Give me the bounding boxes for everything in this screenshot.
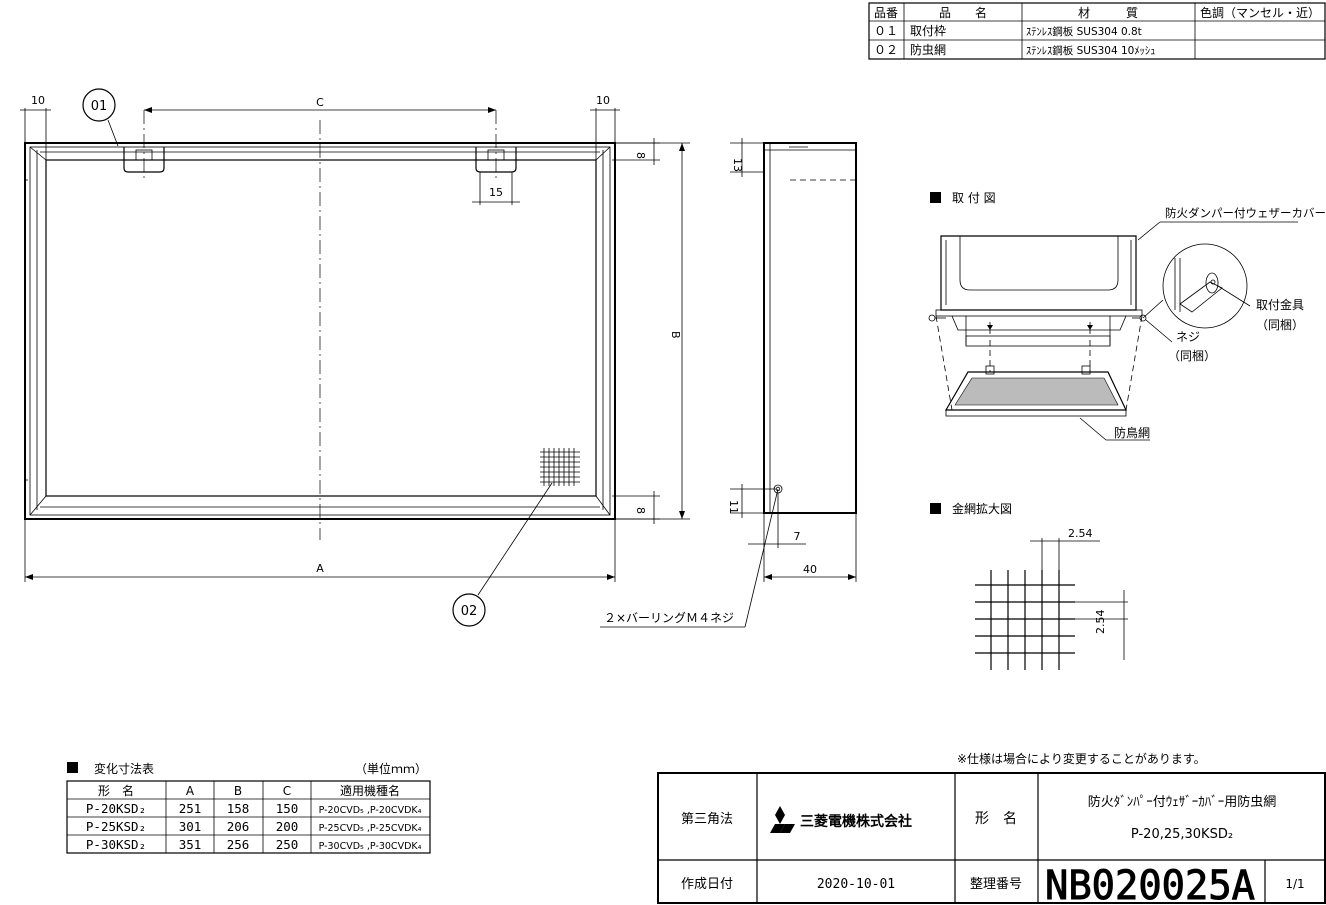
dim-right-10: 10 xyxy=(596,94,610,107)
date-value: 2020-10-01 xyxy=(817,877,895,892)
dim-table-row: P-20KSD₂ 251 158 150 P-20CVD₅ ,P-20CVDK₄ xyxy=(86,801,422,816)
dim-th-a: A xyxy=(186,784,195,798)
dim-th-c: C xyxy=(283,784,291,798)
mesh-patch xyxy=(540,448,580,486)
dim-th-b: B xyxy=(234,784,242,798)
dim-cell: 206 xyxy=(227,819,250,834)
dim-cell: P-25CVD₅ ,P-25CVDK₄ xyxy=(319,823,422,834)
mount-title: 取 付 図 xyxy=(952,191,996,205)
balloon-01 xyxy=(82,88,116,122)
side-view: 13 11 7 40 ２×バーリングＭ４ネジ xyxy=(600,138,857,628)
parts-header-no: 品番 xyxy=(874,6,898,20)
dim-cell: 251 xyxy=(179,801,202,816)
dim-a: A xyxy=(316,562,324,575)
model-label: 形 名 xyxy=(975,811,1017,827)
dim-table-unit: （単位ｍｍ） xyxy=(355,761,427,776)
dim-40: 40 xyxy=(803,563,817,576)
parts-header-color: 色調（マンセル・近） xyxy=(1200,6,1320,20)
dim-th-models: 適用機種名 xyxy=(340,783,400,798)
bracket-detail-circle xyxy=(1162,243,1248,329)
dim-cell: P-30CVD₅ ,P-30CVDK₄ xyxy=(319,841,422,852)
parts-header-name: 品 名 xyxy=(939,5,987,20)
drawing-no-label: 整理番号 xyxy=(970,877,1022,892)
dim-cell: P-30KSD₂ xyxy=(86,837,146,852)
date-label: 作成日付 xyxy=(681,877,733,892)
parts-row2-name: 防虫網 xyxy=(910,42,946,57)
sheet-no: 1/1 xyxy=(1285,877,1304,891)
dim-7: 7 xyxy=(794,530,801,543)
drawing-no: NB020025A xyxy=(1045,863,1255,905)
dim-th-model: 形 名 xyxy=(98,783,134,798)
screw-note: ２×バーリングＭ４ネジ xyxy=(604,611,734,625)
label-screw-sub: （同梱） xyxy=(1168,349,1216,363)
mesh-title-marker xyxy=(930,503,941,514)
dim-cell: 200 xyxy=(276,819,299,834)
dim-cell: 351 xyxy=(179,837,202,852)
dim-top-8: 8 xyxy=(634,152,647,159)
parts-table: 品番 品 名 材 質 色調（マンセル・近） ０１ 取付枠 ｽﾃﾝﾚｽ鋼板 SUS… xyxy=(868,2,1326,60)
dim-bottom-8: 8 xyxy=(634,507,647,514)
dim-c: C xyxy=(316,96,324,109)
dim-cell: 158 xyxy=(227,801,250,816)
label-cover: 防火ダンパー付ウェザーカバー xyxy=(1165,206,1326,220)
balloon-02-label: 02 xyxy=(461,604,478,619)
dim-15: 15 xyxy=(489,186,503,199)
dim-11: 11 xyxy=(727,500,740,514)
balloon-01-label: 01 xyxy=(91,99,108,114)
mount-title-marker xyxy=(930,192,941,203)
model-code: P-20,25,30KSD₂ xyxy=(1131,827,1233,842)
dim-table-row: P-25KSD₂ 301 206 200 P-25CVD₅ ,P-25CVDK₄ xyxy=(86,819,422,834)
mesh-dim-v: 2.54 xyxy=(1094,610,1107,635)
dim-13: 13 xyxy=(731,158,744,172)
parts-row2-no: ０２ xyxy=(874,43,898,57)
dim-cell: 250 xyxy=(276,837,299,852)
parts-row1-material: ｽﾃﾝﾚｽ鋼板 SUS304 0.8t xyxy=(1026,25,1142,38)
mesh-detail: 金網拡大図 2.54 2.54 xyxy=(930,501,1128,670)
dim-left-10: 10 xyxy=(31,94,45,107)
model-name: 防火ﾀﾞﾝﾊﾟｰ付ｳｪｻﾞｰｶﾊﾞｰ用防虫網 xyxy=(1088,794,1277,810)
dim-cell: 301 xyxy=(179,819,202,834)
label-net: 防鳥網 xyxy=(1114,425,1150,440)
company-name: 三菱電機株式会社 xyxy=(800,813,912,830)
label-bracket: 取付金具 xyxy=(1256,297,1304,312)
mount-diagram: 取 付 図 xyxy=(928,191,1326,441)
dim-cell: 150 xyxy=(276,801,299,816)
parts-row1-name: 取付枠 xyxy=(910,24,946,38)
dim-cell: P-25KSD₂ xyxy=(86,819,146,834)
dim-cell: P-20KSD₂ xyxy=(86,801,146,816)
label-bracket-sub: （同梱） xyxy=(1256,318,1304,332)
parts-row1-no: ０１ xyxy=(874,24,898,38)
dim-cell: 256 xyxy=(227,837,250,852)
mesh-title: 金網拡大図 xyxy=(952,501,1012,516)
dim-table-row: P-30KSD₂ 351 256 250 P-30CVD₅ ,P-30CVDK₄ xyxy=(86,837,422,852)
projection-label: 第三角法 xyxy=(681,812,733,827)
dim-cell: P-20CVD₅ ,P-20CVDK₄ xyxy=(319,805,422,816)
balloon-02 xyxy=(452,593,486,627)
label-screw: ネジ xyxy=(1176,330,1200,344)
mesh-dim-h: 2.54 xyxy=(1068,527,1093,540)
mitsubishi-logo xyxy=(770,806,795,833)
front-view: 10 10 C 15 8 8 B A xyxy=(20,88,690,627)
dim-table-marker xyxy=(67,762,78,773)
spec-note: ※仕様は場合により変更することがあります。 xyxy=(957,751,1206,766)
parts-row2-material: ｽﾃﾝﾚｽ鋼板 SUS304 10ﾒｯｼｭ xyxy=(1026,44,1155,57)
dim-table-title: 変化寸法表 xyxy=(94,761,154,776)
title-block: 第三角法 三菱電機株式会社 形 名 防火ﾀﾞﾝﾊﾟｰ付ｳｪｻﾞｰｶﾊﾞｰ用防虫網… xyxy=(657,772,1326,905)
dim-b: B xyxy=(669,331,682,339)
dimension-table: 変化寸法表 （単位ｍｍ） 形 名 A B C 適用機種名 P-20KSD₂ 25… xyxy=(66,761,431,854)
parts-header-material: 材 質 xyxy=(1078,5,1138,20)
